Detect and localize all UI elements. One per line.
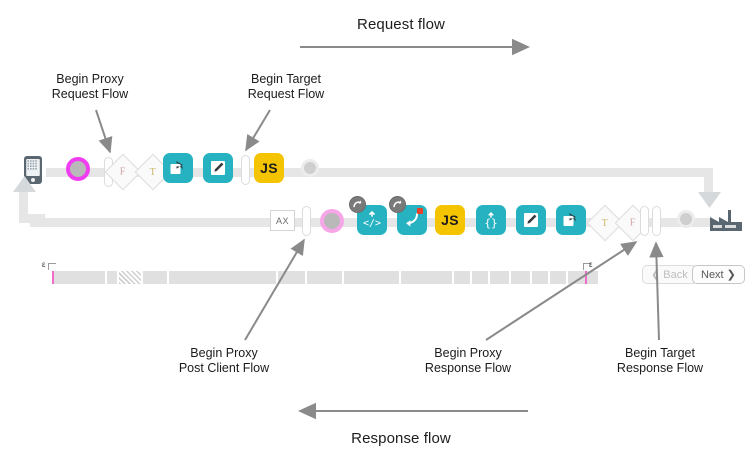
ax-node[interactable]: AX bbox=[270, 210, 295, 231]
request-rail-right-riser bbox=[704, 168, 713, 196]
callout-line-1: Begin Proxy bbox=[434, 346, 502, 360]
flow-separator-post-client[interactable] bbox=[302, 206, 311, 236]
xml-policy-node[interactable]: </> bbox=[349, 196, 387, 235]
request-flow-title: Request flow bbox=[357, 16, 445, 33]
ax-label: AX bbox=[275, 215, 289, 226]
raise-fault-policy-node[interactable] bbox=[389, 196, 427, 235]
response-start-dot[interactable] bbox=[320, 209, 344, 233]
timeline-marker-end bbox=[585, 271, 587, 284]
javascript-policy-node-response[interactable]: JS bbox=[435, 205, 465, 235]
response-rail-left-riser bbox=[19, 185, 28, 223]
route-policy-node[interactable] bbox=[163, 153, 193, 183]
mobile-phone-icon bbox=[23, 155, 43, 190]
pencil-icon bbox=[516, 205, 546, 235]
timeline-tick-right-label: ε bbox=[589, 260, 593, 269]
callout-begin-target-request: Begin Target Request Flow bbox=[196, 72, 376, 102]
timeline-hatched-segment bbox=[119, 271, 141, 284]
condition-label: F bbox=[120, 166, 126, 178]
callout-line-1: Begin Target bbox=[625, 346, 695, 360]
callout-begin-proxy-response: Begin Proxy Response Flow bbox=[378, 346, 558, 376]
share-arrow-icon bbox=[163, 153, 193, 183]
route-policy-node-response[interactable] bbox=[556, 205, 586, 235]
factory-icon bbox=[710, 208, 742, 237]
json-policy-node[interactable]: {} bbox=[476, 205, 506, 235]
callout-line-1: Begin Target bbox=[251, 72, 321, 86]
callout-line-2: Request Flow bbox=[247, 87, 325, 101]
callout-line-2: Response Flow bbox=[424, 361, 512, 375]
callout-line-2: Response Flow bbox=[616, 361, 704, 375]
assign-message-policy-node-response[interactable] bbox=[516, 205, 546, 235]
timeline-marker-start bbox=[52, 271, 54, 284]
up-arrow-badge-icon bbox=[389, 196, 406, 213]
condition-label: F bbox=[630, 217, 636, 229]
callout-begin-proxy-request: Begin Proxy Request Flow bbox=[0, 72, 180, 102]
red-status-dot bbox=[417, 208, 423, 214]
js-text: JS bbox=[260, 160, 278, 176]
back-button[interactable]: ❮ Back bbox=[642, 265, 697, 284]
request-end-dot[interactable] bbox=[301, 159, 319, 177]
code-tag-icon: </> bbox=[349, 196, 387, 235]
request-rail bbox=[46, 168, 706, 177]
response-end-dot[interactable] bbox=[677, 210, 695, 228]
braces-icon: {} bbox=[476, 205, 506, 235]
callout-line-2: Request Flow bbox=[51, 87, 129, 101]
assign-message-policy-node[interactable] bbox=[203, 153, 233, 183]
timeline-tick-left bbox=[48, 263, 56, 270]
response-flow-title: Response flow bbox=[351, 430, 451, 447]
callout-begin-proxy-post-client: Begin Proxy Post Client Flow bbox=[134, 346, 314, 376]
flow-separator-target-request[interactable] bbox=[241, 155, 250, 185]
javascript-policy-node-request[interactable]: JS bbox=[254, 153, 284, 183]
up-arrow-badge-icon bbox=[349, 196, 366, 213]
flow-separator-target-response[interactable] bbox=[652, 206, 661, 236]
condition-label: T bbox=[601, 217, 609, 229]
svg-text:{}: {} bbox=[484, 217, 497, 230]
next-button[interactable]: Next ❯ bbox=[692, 265, 745, 284]
request-start-dot[interactable] bbox=[66, 157, 90, 181]
callout-line-1: Begin Proxy bbox=[56, 72, 124, 86]
callout-line-2: Post Client Flow bbox=[178, 361, 270, 375]
condition-false-diamond[interactable]: F bbox=[104, 153, 142, 191]
pencil-icon bbox=[203, 153, 233, 183]
response-rail-left-elbow bbox=[19, 214, 45, 223]
callout-begin-target-response: Begin Target Response Flow bbox=[570, 346, 750, 376]
return-arrow-icon bbox=[389, 196, 427, 235]
flow-separator-proxy-response[interactable] bbox=[640, 206, 649, 236]
js-text: JS bbox=[441, 212, 459, 228]
timeline-track[interactable] bbox=[52, 271, 600, 284]
condition-label: T bbox=[149, 166, 157, 178]
svg-text:</>: </> bbox=[363, 218, 381, 229]
timeline-tick-left-label: ε bbox=[42, 260, 46, 269]
callout-line-1: Begin Proxy bbox=[190, 346, 258, 360]
share-arrow-icon bbox=[556, 205, 586, 235]
